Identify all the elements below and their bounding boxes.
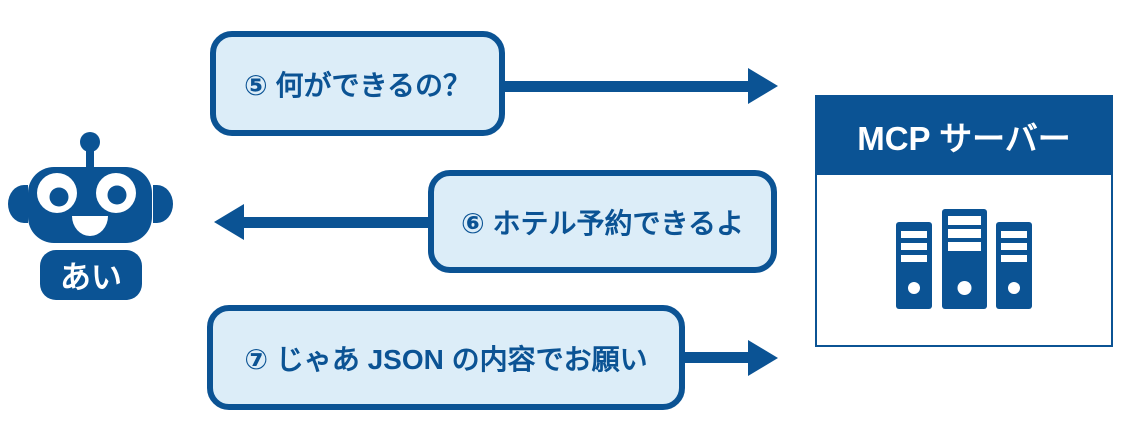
arrow-left-line-6 <box>242 217 430 228</box>
message-text-7: ⑦ じゃあ JSON の内容でお願い <box>244 343 648 375</box>
robot-name-label: あい <box>60 260 122 295</box>
mcp-server-title: MCP サーバー <box>817 97 1111 175</box>
message-box-5: ⑤ 何ができるの？ <box>210 31 505 136</box>
message-box-6: ⑥ ホテル予約できるよ <box>428 170 777 273</box>
robot-icon: あい <box>5 128 180 320</box>
arrow-right-line-5 <box>503 81 750 92</box>
message-box-7: ⑦ じゃあ JSON の内容でお願い <box>207 305 685 410</box>
mcp-server-body <box>817 175 1111 345</box>
server-rack-icon <box>896 209 1032 309</box>
message-text-6: ⑥ ホテル予約できるよ <box>461 207 744 239</box>
arrow-left-head-6 <box>214 204 244 240</box>
arrow-right-head-5 <box>748 68 778 104</box>
message-text-5: ⑤ 何ができるの？ <box>244 69 471 101</box>
arrow-right-head-7 <box>748 340 778 376</box>
arrow-right-line-7 <box>683 352 750 363</box>
mcp-server-box: MCP サーバー <box>815 95 1113 347</box>
